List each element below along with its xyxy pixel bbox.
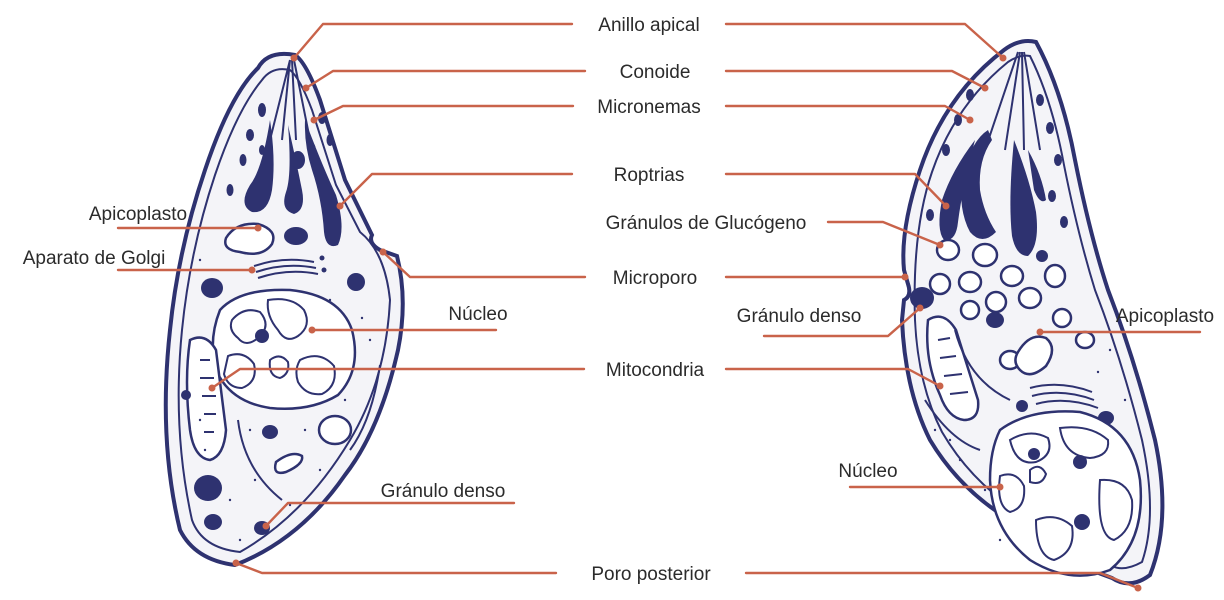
- label-nucleo-left: Núcleo: [448, 304, 507, 325]
- left-nucleus: [213, 290, 355, 409]
- label-microporo: Microporo: [613, 268, 697, 289]
- label-conoide: Conoide: [620, 62, 691, 83]
- right-nucleus: [990, 411, 1141, 575]
- label-granulo-denso-right: Gránulo denso: [737, 306, 862, 327]
- label-mitocondria: Mitocondria: [606, 360, 705, 381]
- label-granulos-glucogeno: Gránulos de Glucógeno: [606, 213, 807, 234]
- label-roptrias: Roptrias: [614, 165, 685, 186]
- label-apicoplasto-left: Apicoplasto: [89, 204, 187, 225]
- label-granulo-denso-left: Gránulo denso: [381, 481, 506, 502]
- label-nucleo-right: Núcleo: [838, 461, 897, 482]
- label-poro-posterior: Poro posterior: [591, 564, 711, 585]
- left-cell: [166, 54, 403, 565]
- label-anillo-apical: Anillo apical: [598, 15, 699, 36]
- label-aparato-golgi: Aparato de Golgi: [23, 248, 166, 269]
- label-apicoplasto-right: Apicoplasto: [1116, 306, 1214, 327]
- label-micronemas: Micronemas: [597, 97, 700, 118]
